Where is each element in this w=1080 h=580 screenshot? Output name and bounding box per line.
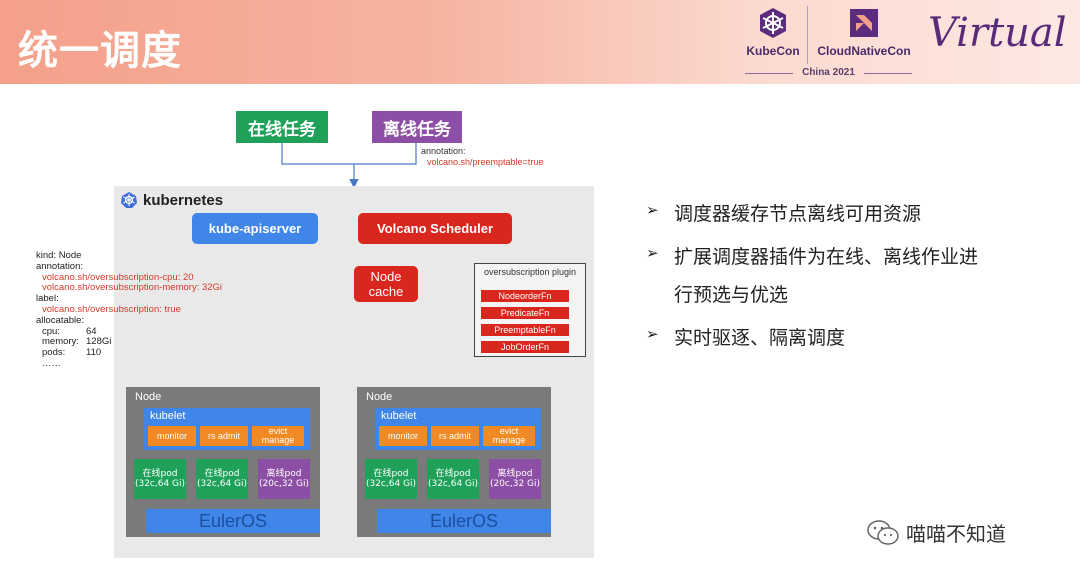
kind-pods-value: 110 <box>86 347 102 359</box>
kind-ann-cpu: volcano.sh/oversubscription-cpu: 20 <box>42 271 194 283</box>
online-task-box: 在线任务 <box>236 111 328 143</box>
bullet-item-2: ➢ 扩展调度器插件为在线、离线作业进 <box>646 242 978 269</box>
wechat-watermark: 喵喵不知道 <box>866 518 1006 547</box>
kind-pods-row: pods: 110 <box>36 347 222 359</box>
offline-pod: 离线pod (20c,32 Gi) <box>258 459 310 499</box>
kubelet-label: kubelet <box>150 410 186 422</box>
bullet-item-3: ➢ 实时驱逐、隔离调度 <box>646 323 845 350</box>
logo-divider <box>807 6 808 64</box>
bullet-arrow-icon: ➢ <box>646 325 659 343</box>
bullet-arrow-icon: ➢ <box>646 244 659 262</box>
kube-apiserver-box: kube-apiserver <box>192 213 318 244</box>
bullet-text: 扩展调度器插件为在线、离线作业进 <box>674 246 979 268</box>
evict-manage-component: evict manage <box>252 426 304 446</box>
bullet-item-2-continued: 行预选与优选 <box>674 280 788 307</box>
kind-label-label: label: <box>36 293 59 305</box>
kind-label-value: volcano.sh/oversubscription: true <box>42 303 181 315</box>
online-pod: 在线pod (32c,64 Gi) <box>134 459 186 499</box>
kind-memory-value: 128Gi <box>86 336 112 348</box>
bullet-arrow-icon: ➢ <box>646 201 659 219</box>
wechat-icon <box>867 519 899 545</box>
node-box-1: Node kubelet monitor rs admit evict mana… <box>126 387 320 537</box>
bullet-text: 实时驱逐、隔离调度 <box>674 327 846 349</box>
node-label: Node <box>366 391 393 403</box>
kubelet-box: kubelet monitor rs admit evict manage <box>375 408 541 450</box>
plugin-fn-joborder: JobOrderFn <box>481 341 569 353</box>
kind-memory-key: memory: <box>42 336 79 348</box>
kubernetes-logo: kubernetes <box>120 191 223 209</box>
kubernetes-icon <box>121 192 137 208</box>
virtual-wordmark: Virtual <box>928 10 1067 56</box>
evict-manage-component: evict manage <box>483 426 535 446</box>
monitor-component: monitor <box>148 426 196 446</box>
kind-cpu-key: cpu: <box>42 325 60 337</box>
node-box-2: Node kubelet monitor rs admit evict mana… <box>357 387 551 537</box>
kubelet-label: kubelet <box>381 410 417 422</box>
annotation-value: volcano.sh/preemptable=true <box>427 157 544 167</box>
kubecon-icon <box>760 8 786 38</box>
kind-pods-key: pods: <box>42 347 66 359</box>
kind-allocatable: allocatable: <box>36 314 85 326</box>
kubecon-logo: KubeCon <box>744 6 802 58</box>
year-line-right <box>864 73 912 74</box>
node-spec-text: kind: Node annotation: volcano.sh/oversu… <box>36 250 223 370</box>
cloudnativecon-logo: CloudNativeCon <box>814 6 914 58</box>
plugin-fn-predicate: PredicateFn <box>481 307 569 319</box>
event-year: China 2021 <box>802 67 855 78</box>
cloudnativecon-icon <box>850 9 878 37</box>
kubernetes-label: kubernetes <box>143 191 224 209</box>
node-label: Node <box>135 391 162 403</box>
offline-task-box: 离线任务 <box>372 111 462 143</box>
kubelet-box: kubelet monitor rs admit evict manage <box>144 408 310 450</box>
annotation-label: annotation: <box>421 146 466 156</box>
rs-admit-component: rs admit <box>200 426 248 446</box>
oversubscription-plugin-box: oversubscription plugin NodeorderFn Pred… <box>474 263 586 357</box>
kind-line: kind: Node <box>36 250 82 261</box>
cloudnativecon-text: CloudNativeCon <box>817 44 911 58</box>
slide-header: 统一调度 KubeCon CloudNativeCon China 2021 V… <box>0 0 1080 84</box>
bullet-text: 行预选与优选 <box>674 284 789 306</box>
node-cache-box: Node cache <box>354 266 418 302</box>
monitor-component: monitor <box>379 426 427 446</box>
kind-cpu-value: 64 <box>86 325 97 337</box>
bullet-item-1: ➢ 调度器缓存节点离线可用资源 <box>646 199 921 226</box>
rs-admit-component: rs admit <box>431 426 479 446</box>
offline-pod: 离线pod (20c,32 Gi) <box>489 459 541 499</box>
volcano-scheduler-box: Volcano Scheduler <box>358 213 512 244</box>
plugin-fn-preemptable: PreemptableFn <box>481 324 569 336</box>
slide-title: 统一调度 <box>18 28 182 74</box>
kind-cpu-row: cpu: 64 <box>36 325 222 338</box>
kind-ann-memory: volcano.sh/oversubscription-memory: 32Gi <box>42 282 223 294</box>
bullet-text: 调度器缓存节点离线可用资源 <box>674 203 922 225</box>
kind-memory-row: memory: 128Gi <box>36 337 222 348</box>
online-pod: 在线pod (32c,64 Gi) <box>196 459 248 499</box>
euleros-box: EulerOS <box>146 509 320 533</box>
online-pod: 在线pod (32c,64 Gi) <box>427 459 479 499</box>
kind-ellipsis: …… <box>42 357 61 369</box>
year-line-left <box>745 73 793 74</box>
plugin-fn-nodeorder: NodeorderFn <box>481 290 569 302</box>
kind-annotation-label: annotation: <box>36 260 84 272</box>
node-cache-label: Node cache <box>368 269 404 299</box>
watermark-text: 喵喵不知道 <box>906 522 1006 546</box>
plugin-title: oversubscription plugin <box>483 267 577 277</box>
euleros-box: EulerOS <box>377 509 551 533</box>
online-pod: 在线pod (32c,64 Gi) <box>365 459 417 499</box>
kubecon-text: KubeCon <box>746 44 800 58</box>
